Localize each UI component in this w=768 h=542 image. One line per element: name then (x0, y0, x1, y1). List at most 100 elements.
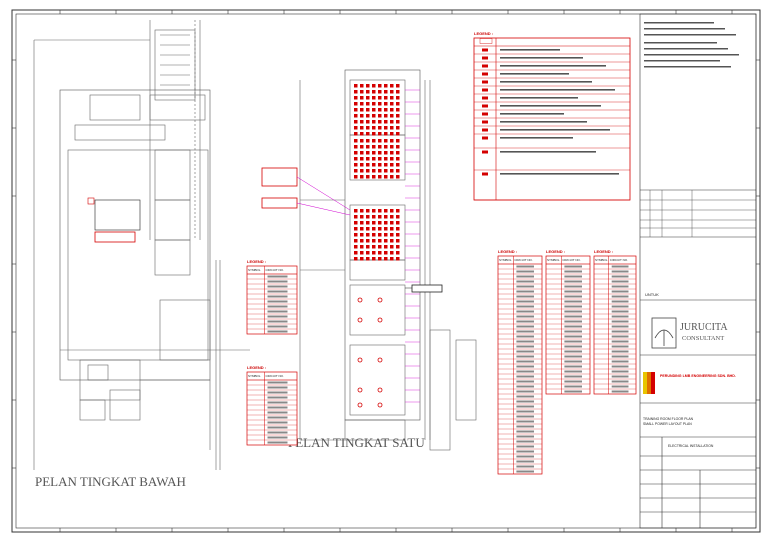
column-header-symbol: SYMBOL (595, 258, 608, 262)
circuit-entry (564, 290, 582, 293)
socket-outlet (366, 209, 370, 213)
legend-symbol (482, 136, 488, 140)
socket-outlet (377, 402, 383, 408)
circuit-entry (516, 340, 534, 343)
socket-outlet (354, 239, 358, 243)
socket-outlet (396, 126, 400, 130)
note-line (644, 60, 720, 62)
column-header-symbol: SYMBOL (248, 374, 261, 378)
circuit-entry (267, 275, 288, 278)
circuit-entry (516, 370, 534, 373)
socket-outlet (360, 84, 364, 88)
ground-floor-red-marks (87, 197, 136, 243)
title-block (639, 13, 757, 529)
legend-description (500, 65, 606, 67)
circuit-entry (611, 340, 629, 343)
socket-outlet (384, 157, 388, 161)
socket-outlet (372, 245, 376, 249)
socket-outlet (360, 215, 364, 219)
socket-outlet (366, 169, 370, 173)
circuit-entry (516, 380, 534, 383)
socket-outlet (384, 126, 388, 130)
socket-outlet (354, 215, 358, 219)
socket-outlet (366, 102, 370, 106)
socket-outlet (372, 163, 376, 167)
circuit-entry (516, 265, 534, 268)
column-header-symbol: SYMBOL (499, 258, 512, 262)
circuit-entry (611, 270, 629, 273)
circuit-entry (267, 280, 288, 283)
socket-outlet (360, 151, 364, 155)
socket-outlet (354, 209, 358, 213)
legend-label: LEGEND : (594, 249, 613, 254)
zone-ticks (12, 10, 760, 532)
circuit-entry (564, 345, 582, 348)
socket-outlet (378, 151, 382, 155)
drawing-title: TRAINING ROOM FLOOR PLAN (643, 417, 694, 421)
socket-outlet (396, 175, 400, 179)
legend-symbol (482, 64, 488, 68)
circuit-entry (267, 310, 288, 313)
socket-outlet (378, 132, 382, 136)
socket-outlet (378, 245, 382, 249)
circuit-entry (516, 395, 534, 398)
socket-outlet (354, 139, 358, 143)
socket-outlet (366, 96, 370, 100)
circuit-entry (611, 265, 629, 268)
socket-outlet (378, 175, 382, 179)
socket-outlet (390, 132, 394, 136)
circuit-entry (267, 426, 288, 429)
column-header-symbol: SYMBOL (547, 258, 560, 262)
circuit-entry (267, 396, 288, 399)
circuit-entry (564, 320, 582, 323)
legend-symbol (482, 120, 488, 124)
circuit-entry (611, 385, 629, 388)
circuit-entry (564, 330, 582, 333)
socket-outlet (396, 151, 400, 155)
socket-outlet (384, 233, 388, 237)
socket-outlet (357, 317, 363, 323)
circuit-entry (267, 391, 288, 394)
socket-outlet (372, 215, 376, 219)
circuit-entry (516, 375, 534, 378)
circuit-entry (267, 325, 288, 328)
socket-outlet (390, 120, 394, 124)
first-floor-plan (299, 69, 477, 451)
circuit-entry (564, 370, 582, 373)
socket-outlet (360, 245, 364, 249)
circuit-entry (564, 375, 582, 378)
socket-outlet (366, 151, 370, 155)
legend-symbol (482, 104, 488, 108)
socket-outlet (360, 233, 364, 237)
socket-outlet (390, 157, 394, 161)
consultant-subname: CONSULTANT (682, 335, 724, 342)
socket-outlet (396, 245, 400, 249)
socket-outlet (360, 90, 364, 94)
socket-outlet (372, 251, 376, 255)
socket-outlet (396, 221, 400, 225)
socket-outlet (384, 227, 388, 231)
socket-outlet (360, 96, 364, 100)
socket-outlet (372, 120, 376, 124)
legend-symbol (482, 128, 488, 132)
socket-outlet (378, 233, 382, 237)
column-header-symbol: SYMBOL (248, 268, 261, 272)
socket-outlet (366, 108, 370, 112)
socket-outlet (378, 169, 382, 173)
socket-outlet (366, 157, 370, 161)
socket-outlet (390, 257, 394, 261)
circuit-entry (564, 285, 582, 288)
socket-outlet (378, 227, 382, 231)
socket-outlet (366, 114, 370, 118)
socket-outlet (396, 227, 400, 231)
circuit-entry (611, 360, 629, 363)
socket-outlet (378, 157, 382, 161)
legend-heading: LEGEND : (474, 31, 493, 36)
socket-outlet (384, 145, 388, 149)
circuit-entry (516, 300, 534, 303)
socket-outlet (354, 245, 358, 249)
circuit-entry (564, 380, 582, 383)
legend-description (500, 121, 587, 123)
legend-description (500, 89, 615, 91)
socket-outlet (390, 96, 394, 100)
